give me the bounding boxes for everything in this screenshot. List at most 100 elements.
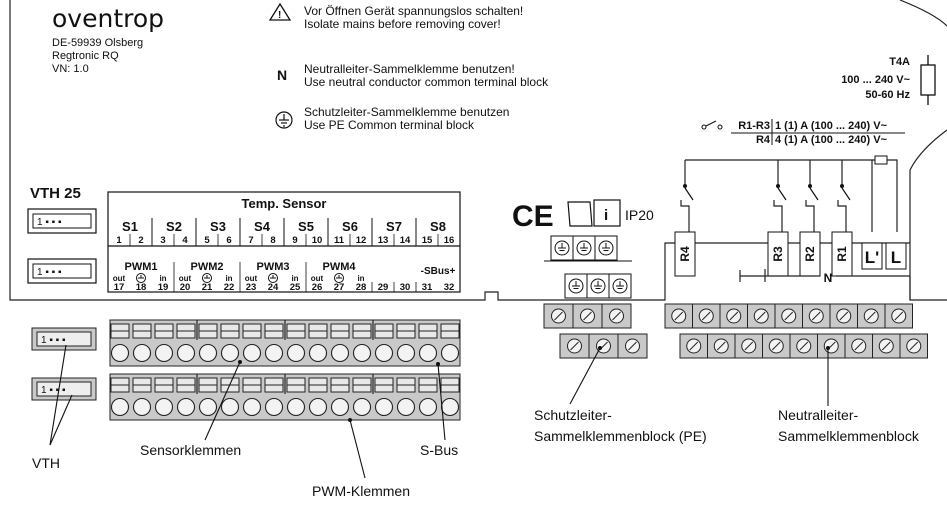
screw-terminal[interactable]	[664, 303, 693, 329]
terminal-slot[interactable]	[176, 377, 196, 417]
terminal-slot[interactable]	[352, 377, 372, 417]
callout-pwm-terminals: PWM-Klemmen	[312, 483, 410, 499]
pwm-terminal-number: 18	[136, 282, 147, 293]
callout-leader-lines	[49, 344, 829, 479]
screw-terminal[interactable]	[872, 333, 901, 359]
screw-terminal[interactable]	[899, 333, 928, 359]
pwm-label-pwm2: PWM2	[191, 261, 224, 273]
pwm-out-label: out	[179, 274, 192, 283]
pwm-out-label: out	[245, 274, 258, 283]
screw-terminal[interactable]	[588, 333, 619, 359]
screw-terminal[interactable]	[707, 333, 736, 359]
screw-terminal[interactable]	[857, 303, 886, 329]
pwm-terminal-number: 29	[378, 282, 389, 293]
device-address: DE-59939 Olsberg	[52, 37, 143, 49]
sbus-label: -SBus+	[421, 266, 456, 277]
terminal-slot[interactable]	[110, 377, 130, 417]
sensor-label-s7: S7	[386, 219, 402, 234]
terminal-slot[interactable]	[264, 323, 284, 363]
screw-terminal[interactable]	[572, 303, 603, 329]
screw-terminal[interactable]	[802, 303, 831, 329]
screw-terminal[interactable]	[719, 303, 748, 329]
vth-port-lower-label: 1 ▪ ▪ ▪	[41, 385, 66, 396]
ip-rating: IP20	[625, 207, 654, 223]
relay-label-r1: R1	[835, 246, 849, 262]
screw-terminal[interactable]	[601, 303, 632, 329]
vth-connector-bottom-label: 1 ▪ ▪ ▪	[37, 267, 62, 278]
terminal-slot[interactable]	[418, 377, 438, 417]
terminal-slot[interactable]	[154, 377, 174, 417]
terminal-slot[interactable]	[286, 323, 306, 363]
callout-n-block-line1: Neutralleiter-	[778, 407, 858, 423]
terminal-slot[interactable]	[440, 323, 460, 363]
vth-connector-top: 1 ▪ ▪ ▪	[27, 208, 97, 234]
sensor-label-s5: S5	[298, 219, 314, 234]
housing-corner-right	[909, 129, 947, 243]
terminal-slot[interactable]	[396, 323, 416, 363]
screw-terminal[interactable]	[692, 303, 721, 329]
terminal-slot[interactable]	[352, 323, 372, 363]
terminal-slot[interactable]	[176, 323, 196, 363]
screw-terminal[interactable]	[817, 333, 846, 359]
pe-ground-icon	[594, 235, 618, 261]
screw-terminal[interactable]	[789, 333, 818, 359]
screw-terminal[interactable]	[543, 303, 574, 329]
terminal-slot[interactable]	[396, 377, 416, 417]
n-leader-dot	[826, 346, 830, 350]
terminal-slot[interactable]	[330, 377, 350, 417]
terminal-slot[interactable]	[132, 323, 152, 363]
terminal-slot[interactable]	[242, 323, 262, 363]
pwm-terminal-number: 17	[114, 282, 125, 293]
sensor-terminal-number: 3	[160, 235, 165, 246]
terminal-blocks	[109, 319, 461, 421]
relay-rating-r1r3-label: R1-R3	[738, 120, 770, 132]
screw-terminal[interactable]	[734, 333, 763, 359]
info-book-icon: i	[567, 199, 621, 227]
terminal-slot[interactable]	[132, 377, 152, 417]
terminal-slot[interactable]	[198, 377, 218, 417]
terminal-slot[interactable]	[154, 323, 174, 363]
neutral-n-icon: N	[277, 67, 287, 83]
callout-sensor-terminals: Sensorklemmen	[140, 442, 241, 458]
screw-terminal[interactable]	[844, 333, 873, 359]
vth-port-lower: 1 ▪ ▪ ▪	[31, 377, 97, 401]
screw-terminal[interactable]	[617, 333, 648, 359]
screw-terminal[interactable]	[762, 333, 791, 359]
terminal-slot[interactable]	[308, 323, 328, 363]
terminal-slot[interactable]	[418, 323, 438, 363]
terminal-slot[interactable]	[220, 323, 240, 363]
terminal-slot[interactable]	[374, 323, 394, 363]
screw-terminal[interactable]	[747, 303, 776, 329]
ground-icon	[275, 111, 293, 129]
terminal-slot[interactable]	[198, 323, 218, 363]
terminal-slot[interactable]	[264, 377, 284, 417]
terminal-slot[interactable]	[286, 377, 306, 417]
screw-terminal[interactable]	[559, 333, 590, 359]
warning-1-de: Vor Öffnen Gerät spannungslos schalten!	[304, 4, 523, 18]
vth-port-upper: 1 ▪ ▪ ▪	[31, 327, 97, 351]
sensor-terminal-number: 9	[292, 235, 297, 246]
screw-terminal[interactable]	[679, 333, 708, 359]
terminal-slot[interactable]	[308, 377, 328, 417]
screw-terminal[interactable]	[884, 303, 913, 329]
vth-connector-top-label: 1 ▪ ▪ ▪	[37, 217, 62, 228]
terminal-slot[interactable]	[242, 377, 262, 417]
screw-terminal-row	[559, 333, 648, 359]
terminal-slot[interactable]	[330, 323, 350, 363]
fuse-name: T4A	[889, 56, 910, 68]
relay-label-r4: R4	[678, 246, 692, 262]
pwm-out-label: out	[113, 274, 126, 283]
neutral-label: N	[824, 271, 833, 285]
screw-terminal[interactable]	[774, 303, 803, 329]
relay-switch-r3	[773, 184, 787, 232]
terminal-slot[interactable]	[374, 377, 394, 417]
screw-terminal[interactable]	[829, 303, 858, 329]
terminal-slot[interactable]	[110, 323, 130, 363]
terminal-slot[interactable]	[440, 377, 460, 417]
pwm-terminal-number: 28	[356, 282, 367, 293]
relay-rating-r1r3-value: 1 (1) A (100 ... 240) V~	[775, 120, 888, 132]
